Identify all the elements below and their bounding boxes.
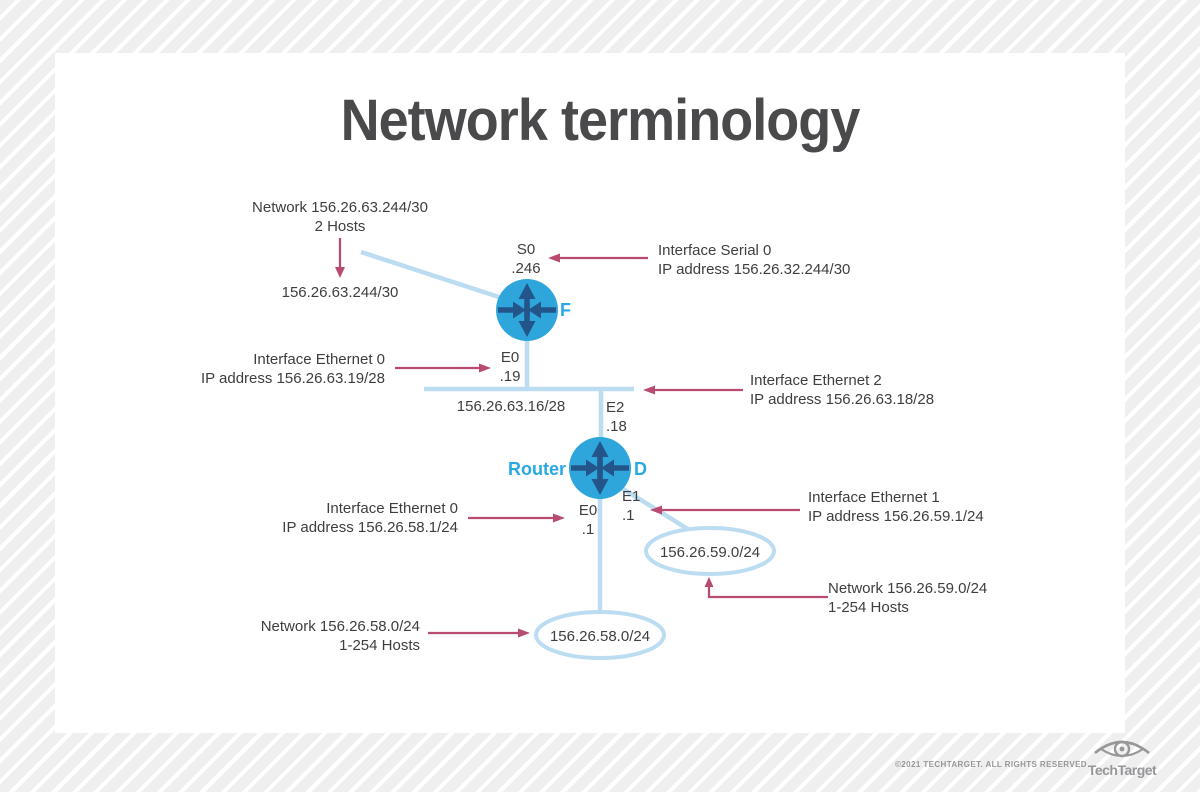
annotation-line: IP address 156.26.63.18/28 xyxy=(750,391,935,408)
port-name: E0 xyxy=(500,349,520,366)
net63-down-arrow xyxy=(335,238,345,278)
page-title: Network terminology xyxy=(340,88,861,153)
network-59-address: 156.26.59.0/24 xyxy=(659,544,761,561)
copyright-text: ©2021 TECHTARGET. ALL RIGHTS RESERVED xyxy=(895,760,1087,769)
network-58-annotation: Network 156.26.58.0/24 1-254 Hosts xyxy=(170,617,420,655)
eth2-arrow xyxy=(643,385,743,395)
port-host: .1 xyxy=(581,521,595,538)
interface-ethernet0-d-annotation: Interface Ethernet 0 IP address 156.26.5… xyxy=(208,499,458,537)
annotation-line: 1-254 Hosts xyxy=(339,637,420,654)
serial-link-line xyxy=(360,249,506,302)
network-58-ellipse xyxy=(534,610,666,660)
port-e2-label: E2 .18 xyxy=(606,398,627,436)
router-d-side-label: Router xyxy=(508,459,566,479)
router-d-icon xyxy=(569,437,631,499)
techtarget-logo: TechTarget xyxy=(1088,740,1158,778)
annotation-line: Interface Serial 0 xyxy=(658,242,772,259)
annotation-line: Network 156.26.63.244/30 xyxy=(252,199,428,216)
port-host: .246 xyxy=(511,260,541,277)
port-host: .19 xyxy=(499,368,521,385)
logo-eye-pupil xyxy=(1119,746,1125,752)
port-host: .18 xyxy=(606,418,627,435)
eth1-arrow xyxy=(650,505,800,515)
network-59-ellipse xyxy=(644,526,776,576)
annotation-line: Network 156.26.59.0/24 xyxy=(828,580,988,597)
router-f-label: F xyxy=(560,300,571,320)
network-63-annotation: Network 156.26.63.244/30 2 Hosts xyxy=(215,198,465,236)
eth0-f-arrow xyxy=(395,363,491,373)
net59-elbow-arrow xyxy=(704,577,828,599)
port-s0-label: S0 .246 xyxy=(495,240,557,278)
port-name: E2 xyxy=(606,399,625,416)
interface-serial0-annotation: Interface Serial 0 IP address 156.26.32.… xyxy=(658,241,850,279)
network-59-annotation: Network 156.26.59.0/24 1-254 Hosts xyxy=(828,579,987,617)
interface-ethernet2-annotation: Interface Ethernet 2 IP address 156.26.6… xyxy=(750,371,934,409)
annotation-line: 1-254 Hosts xyxy=(828,599,909,616)
port-host: .1 xyxy=(622,507,635,524)
annotation-line: IP address 156.26.58.1/24 xyxy=(282,519,458,536)
serial0-arrow xyxy=(548,253,648,263)
port-e0-f-label: E0 .19 xyxy=(480,348,540,386)
annotation-line: IP address 156.26.59.1/24 xyxy=(808,508,984,525)
logo-eye-iris xyxy=(1113,740,1131,758)
network-58-address: 156.26.58.0/24 xyxy=(549,628,651,645)
port-e0-d-label: E0 .1 xyxy=(558,501,618,539)
annotation-line: Interface Ethernet 1 xyxy=(808,489,940,506)
lan-segment-address: 156.26.63.16/28 xyxy=(456,398,566,415)
port-e1-label: E1 .1 xyxy=(622,487,640,525)
logo-wordmark: TechTarget xyxy=(1088,762,1157,778)
eth0-d-arrow xyxy=(468,513,565,523)
port-name: E1 xyxy=(622,488,641,505)
port-name: S0 xyxy=(516,241,536,258)
interface-ethernet1-annotation: Interface Ethernet 1 IP address 156.26.5… xyxy=(808,488,984,526)
annotation-line: Interface Ethernet 2 xyxy=(750,372,882,389)
annotation-line: Interface Ethernet 0 xyxy=(253,351,385,368)
annotation-line: Network 156.26.58.0/24 xyxy=(260,618,420,635)
serial-network-address: 156.26.63.244/30 xyxy=(281,284,399,301)
net58-arrow xyxy=(428,628,530,638)
interface-ethernet0-f-annotation: Interface Ethernet 0 IP address 156.26.6… xyxy=(135,350,385,388)
router-d-label: D xyxy=(634,459,647,479)
annotation-line: IP address 156.26.32.244/30 xyxy=(658,261,851,278)
annotation-line: Interface Ethernet 0 xyxy=(326,500,458,517)
annotation-line: 2 Hosts xyxy=(314,218,366,235)
annotation-line: IP address 156.26.63.19/28 xyxy=(200,370,385,387)
router-f-icon xyxy=(496,279,558,341)
port-name: E0 xyxy=(578,502,598,519)
